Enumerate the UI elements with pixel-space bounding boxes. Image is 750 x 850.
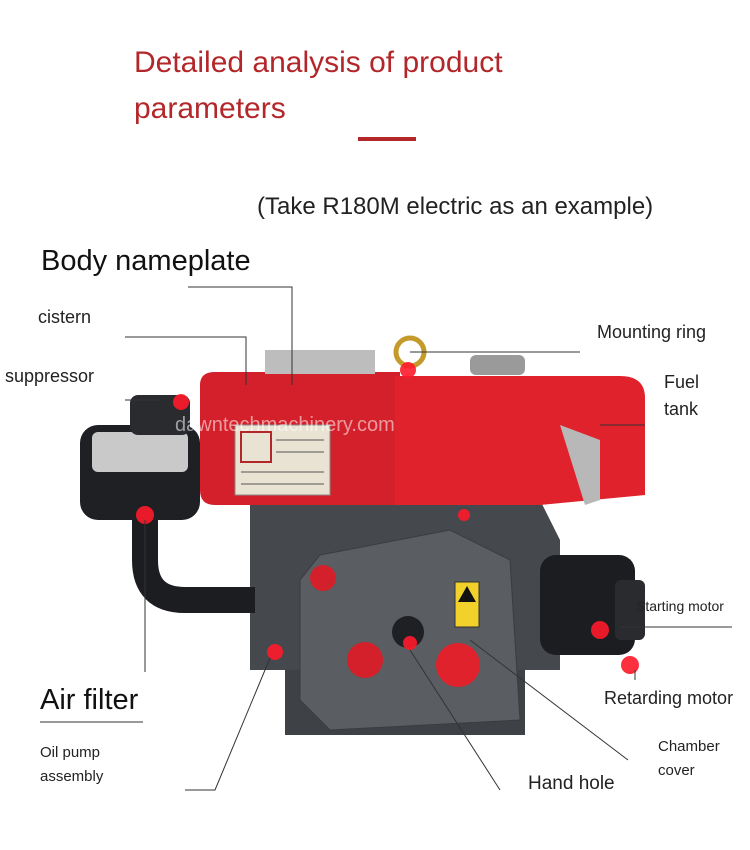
label-oil-pump-line1: Oil pump xyxy=(40,744,101,761)
leader-hand-hole xyxy=(409,649,501,791)
leader-oil-pump xyxy=(185,657,271,791)
marker-block xyxy=(458,509,470,521)
intake-pipe xyxy=(132,520,255,613)
label-hand-hole: Hand hole xyxy=(528,773,615,794)
label-chamber-cover-line1: Chamber xyxy=(658,738,720,755)
label-retarding-motor: Retarding motor xyxy=(604,688,734,708)
marker-hand-hole xyxy=(403,636,417,650)
leader-cistern xyxy=(125,336,247,385)
label-fuel-tank: Fuel tank xyxy=(664,369,699,423)
marker-retarding-motor xyxy=(621,656,639,674)
marker-air-filter xyxy=(136,506,154,524)
marker-oil-pump xyxy=(267,644,283,660)
leader-chamber-cover xyxy=(469,639,629,761)
hand-hole-cap xyxy=(347,642,383,678)
page-subtitle: (Take R180M electric as an example) xyxy=(257,193,654,220)
label-body-nameplate: Body nameplate xyxy=(41,245,251,277)
marker-suppressor xyxy=(173,394,189,410)
chamber-cap xyxy=(436,643,480,687)
label-mounting-ring: Mounting ring xyxy=(597,322,707,342)
leader-body-nameplate xyxy=(188,286,293,385)
marker-starting-motor xyxy=(591,621,609,639)
label-cistern: cistern xyxy=(38,307,92,327)
label-oil-pump-assembly: Oil pump assembly xyxy=(40,741,103,789)
label-suppressor: suppressor xyxy=(5,366,95,386)
page-title: Detailed analysis of product parameters xyxy=(134,46,503,125)
fuel-tank xyxy=(395,376,645,505)
label-oil-pump-line2: assembly xyxy=(40,768,104,785)
starter-motor-body xyxy=(540,555,635,655)
nameplate xyxy=(234,424,331,496)
marker-mounting-ring xyxy=(400,362,416,378)
label-fuel-tank-line1: Fuel xyxy=(664,372,700,392)
label-fuel-tank-line2: tank xyxy=(664,399,699,419)
watermark: dawntechmachinery.com xyxy=(175,414,395,436)
throttle-knob xyxy=(310,565,336,591)
fuel-cap xyxy=(470,355,525,375)
label-air-filter: Air filter xyxy=(40,684,139,716)
label-chamber-cover-line2: cover xyxy=(658,762,695,779)
label-chamber-cover: Chamber cover xyxy=(658,735,720,783)
title-divider xyxy=(358,137,416,141)
label-starting-motor: Starting motor xyxy=(636,598,724,614)
